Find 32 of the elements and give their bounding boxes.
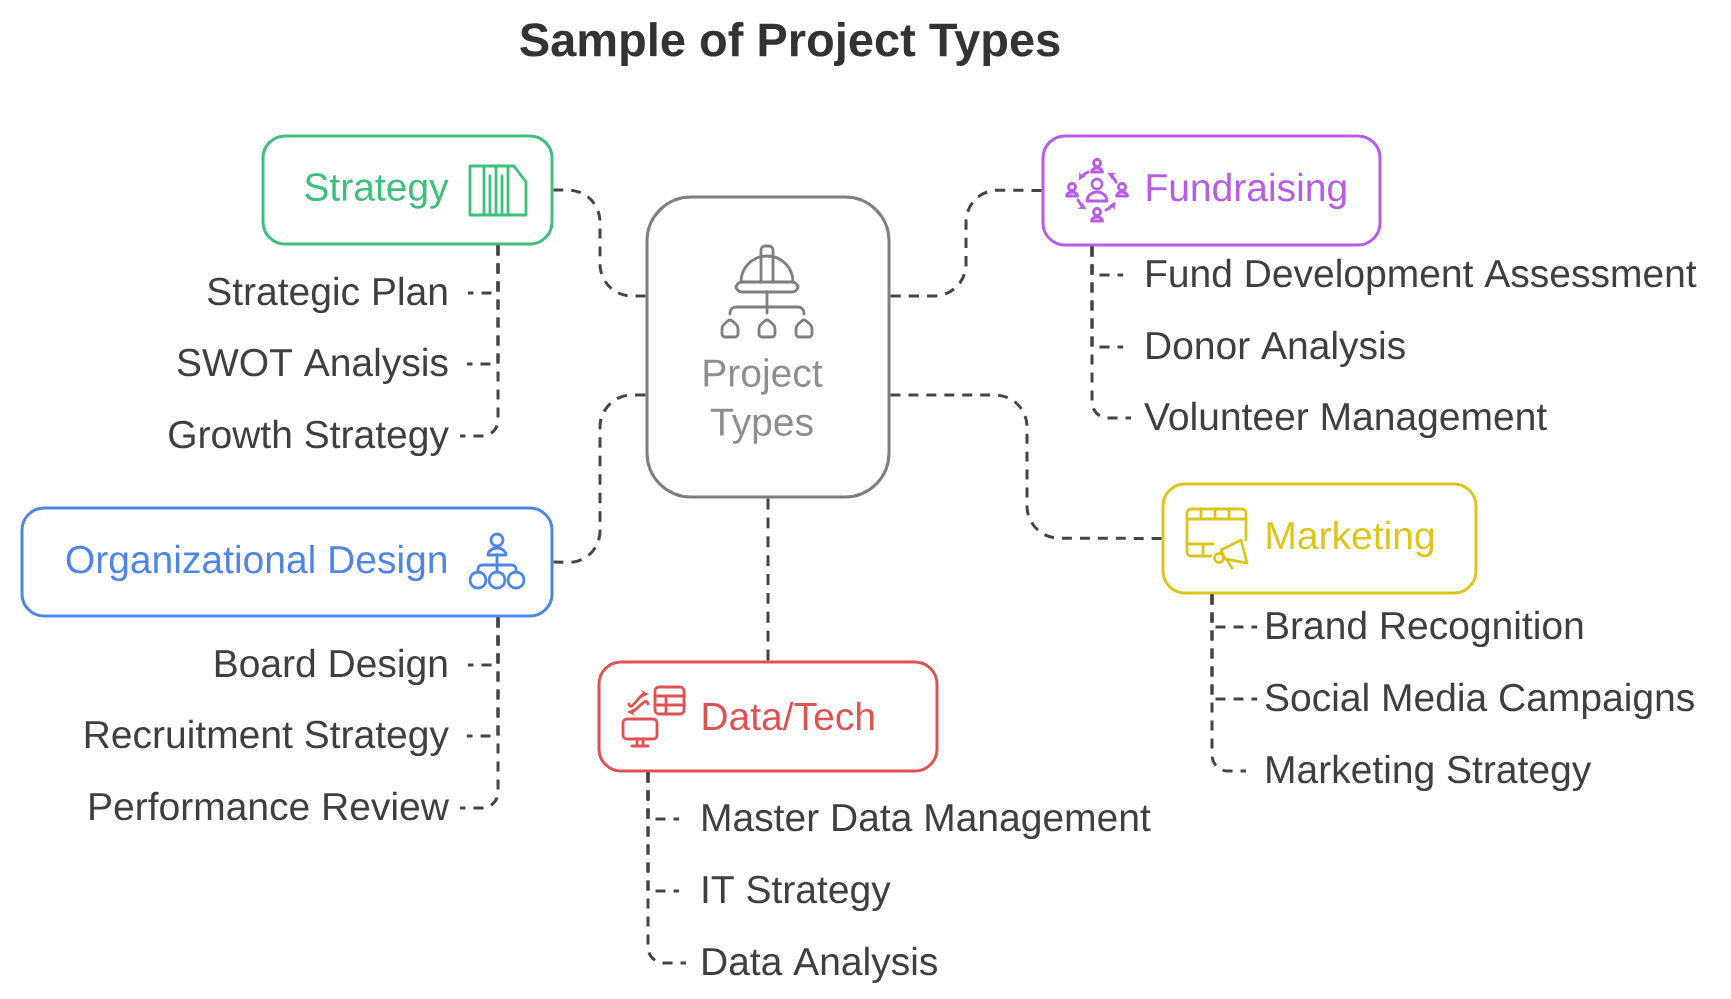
list-item: Volunteer Management (1144, 401, 1547, 439)
list-item: Social Media Campaigns (1265, 682, 1694, 720)
connector-line (553, 188, 646, 298)
leader-line (460, 617, 500, 810)
connector-line (766, 498, 770, 661)
category-box: Fundraising (1041, 134, 1382, 247)
list-item: Master Data Management (703, 804, 1151, 840)
hub-box: Project Types (645, 195, 891, 499)
list-item: Data Analysis (703, 946, 937, 984)
connector-line (890, 188, 1042, 298)
list-item: Donor Analysis (1147, 330, 1405, 368)
list-item: Board Design (215, 648, 447, 686)
connector-line (553, 393, 646, 564)
leader-line (646, 772, 686, 965)
category-box: Organizational Design (20, 506, 554, 618)
list-item: Strategic Plan (207, 276, 447, 314)
leader-line (1090, 246, 1131, 420)
category-box: Data/Tech (597, 660, 939, 773)
list-item: IT Strategy (703, 875, 891, 912)
list-item: Brand Recognition (1267, 610, 1583, 648)
category-box: Strategy (261, 134, 554, 246)
list-item: Growth Strategy (169, 419, 449, 457)
list-item: Fund Development Assessment (1147, 258, 1697, 296)
category-box: Marketing (1161, 482, 1478, 595)
list-item: Recruitment Strategy (85, 719, 449, 757)
list-item: SWOT Analysis (177, 347, 448, 385)
leader-line (1210, 594, 1246, 773)
title: Sample of Project Types (520, 22, 1060, 66)
list-item: Performance Review (90, 791, 449, 821)
leader-line (460, 245, 500, 438)
list-item: Marketing Strategy (1267, 754, 1592, 792)
connector-line (890, 393, 1162, 540)
